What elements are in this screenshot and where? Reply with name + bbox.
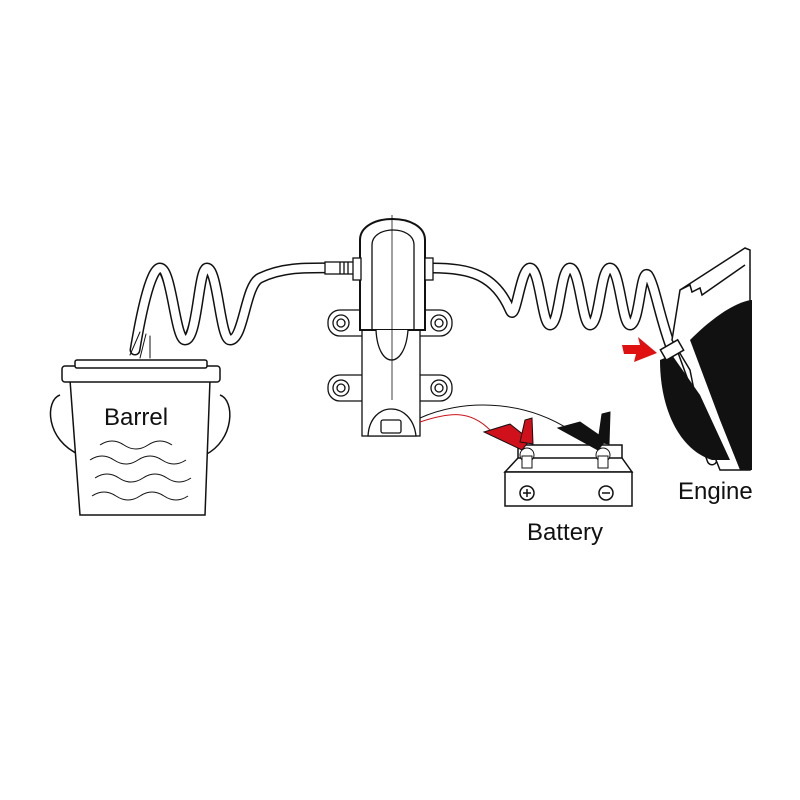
negative-wire	[419, 404, 571, 431]
negative-clamp-icon	[556, 411, 611, 469]
battery-label: Battery	[527, 519, 604, 546]
arrow-icon	[622, 337, 657, 362]
engine-label: Engine	[678, 478, 753, 505]
positive-wire	[419, 414, 491, 431]
pump-icon	[324, 215, 453, 437]
positive-clamp-icon	[482, 417, 535, 469]
engine-icon	[659, 247, 752, 471]
barrel-label: Barrel	[104, 404, 169, 431]
left-coiled-hose-icon	[129, 262, 346, 359]
barrel-icon	[49, 359, 231, 516]
right-coiled-hose-icon	[426, 262, 718, 466]
